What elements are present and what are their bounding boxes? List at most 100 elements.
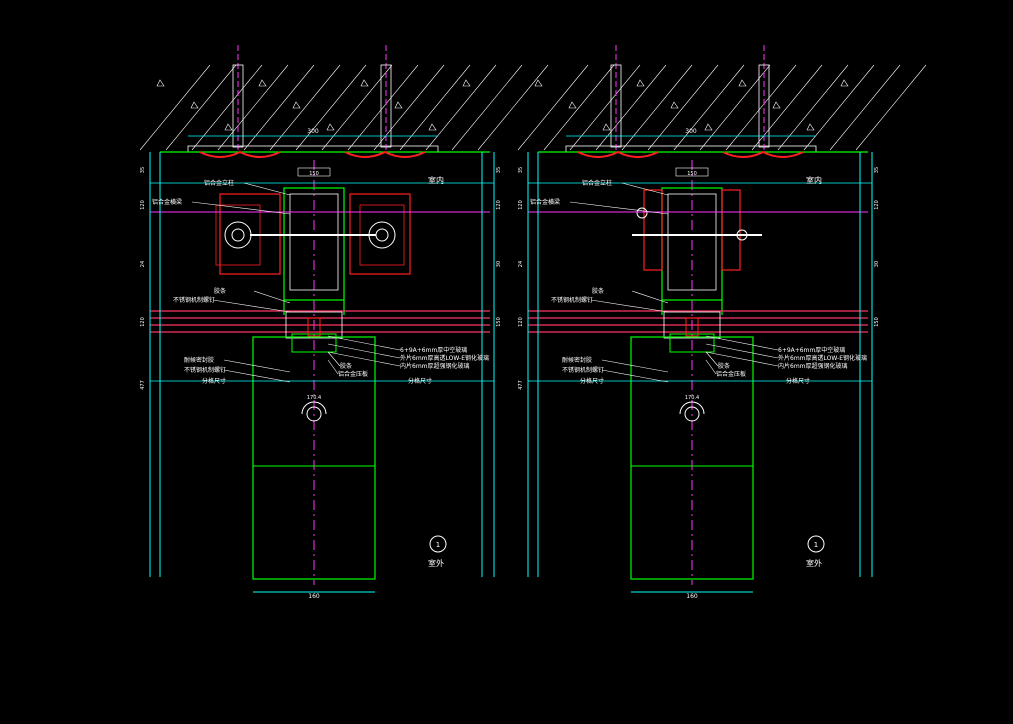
leader-line — [253, 290, 291, 304]
leader-label-right: 胶条 — [340, 362, 352, 370]
detail-number: 1 — [436, 541, 440, 549]
leader-label-left: 铝合金横梁 — [152, 198, 182, 206]
dim-right-text: 30 — [874, 261, 880, 267]
dim-left-text: 120 — [518, 317, 524, 327]
panel-point — [306, 406, 322, 422]
leader-line — [631, 290, 669, 304]
mullion-dim-box — [675, 167, 709, 177]
dim-right-text: 120 — [874, 200, 880, 210]
leader-label-right: 铝合金压板 — [338, 370, 368, 378]
leader-label-right: 铝合金压板 — [716, 370, 746, 378]
dim-right-text: 30 — [496, 261, 502, 267]
leader-label-left: 耐候密封胶 — [562, 356, 592, 364]
leader-label-left: 不锈钢机制螺钉 — [173, 296, 215, 304]
leader-line — [601, 359, 669, 373]
leader-label-right: 外片6mm厚高透LOW-E钢化玻璃 — [778, 354, 867, 362]
section-right-label: 分格尺寸 — [786, 377, 810, 385]
dim-right-text: 35 — [874, 167, 880, 173]
panel-point — [684, 406, 700, 422]
dim-right-text: 120 — [496, 200, 502, 210]
lower-panel — [252, 336, 376, 580]
dim-bottom-text: 160 — [308, 593, 320, 600]
leader-line — [243, 182, 291, 196]
aggregate-mark — [462, 79, 471, 87]
detail-marker — [807, 535, 825, 553]
hatch-line — [165, 64, 237, 151]
aggregate-mark — [326, 123, 335, 131]
pressure-plate — [663, 311, 721, 339]
dim-left-text: 24 — [140, 261, 146, 267]
leader-line — [327, 351, 341, 367]
dim-mullion-text: 150 — [309, 171, 319, 177]
hatch-line — [477, 64, 549, 151]
dim-left-text: 120 — [140, 317, 146, 327]
dim-right-text: 150 — [874, 317, 880, 327]
aggregate-mark — [840, 79, 849, 87]
aggregate-mark — [670, 101, 679, 109]
dim-mullion-text: 150 — [687, 171, 697, 177]
mullion-inner — [667, 193, 717, 291]
leader-line — [212, 299, 291, 313]
leader-line — [590, 299, 669, 313]
dim-top-text: 300 — [685, 128, 697, 135]
aggregate-mark — [704, 123, 713, 131]
dim-top-text: 300 — [307, 128, 319, 135]
angle-bracket — [643, 189, 663, 271]
dim-left-text: 35 — [518, 167, 524, 173]
seal-strip — [199, 150, 281, 158]
leader-line — [569, 201, 669, 215]
detail-marker — [429, 535, 447, 553]
aggregate-mark — [568, 101, 577, 109]
leader-label-left: 胶条 — [214, 287, 226, 295]
seal-strip — [344, 150, 426, 158]
hatch-line — [543, 64, 615, 151]
aggregate-mark — [602, 123, 611, 131]
leader-line — [327, 359, 339, 375]
lower-panel — [630, 336, 754, 580]
aggregate-mark — [224, 123, 233, 131]
mullion-dim-box — [297, 167, 331, 177]
panel-arc — [301, 401, 327, 415]
hatch-line — [451, 64, 523, 151]
hatch-line — [139, 64, 211, 151]
dim-left-text: 477 — [140, 380, 146, 390]
room-exterior-label: 室外 — [428, 558, 444, 568]
leader-label-left: 铝合金立柱 — [582, 179, 612, 187]
room-interior-label: 室内 — [428, 175, 444, 185]
pressure-plate — [285, 311, 343, 339]
leader-label-left: 铝合金立柱 — [204, 179, 234, 187]
dim-left-text: 35 — [140, 167, 146, 173]
hatch-line — [517, 64, 589, 151]
leader-line — [705, 359, 717, 375]
leader-label-right: 内片6mm厚超强钢化玻璃 — [778, 362, 848, 370]
aggregate-mark — [738, 79, 747, 87]
leader-line — [705, 351, 779, 367]
dim-right-text: 150 — [496, 317, 502, 327]
leader-line — [621, 182, 669, 196]
screw — [685, 317, 699, 337]
leader-label-left: 不锈钢机制螺钉 — [551, 296, 593, 304]
cover-cap — [291, 333, 337, 353]
section-right-label: 分格尺寸 — [408, 377, 432, 385]
hatch-line — [829, 64, 901, 151]
leader-label-right: 6+9A+6mm厚中空玻璃 — [400, 346, 467, 354]
leader-label-left: 铝合金横梁 — [530, 198, 560, 206]
leader-line — [191, 201, 291, 215]
leader-label-left: 不锈钢机制螺钉 — [184, 366, 226, 374]
seal-strip — [577, 150, 659, 158]
aggregate-mark — [534, 79, 543, 87]
dim-right-text: 35 — [496, 167, 502, 173]
section-detail-right: 300150170.416035120241204773512030150分格尺… — [517, 45, 927, 600]
leader-label-left: 胶条 — [592, 287, 604, 295]
leader-line — [601, 369, 669, 383]
anchor-bolt — [232, 64, 244, 148]
aggregate-mark — [428, 123, 437, 131]
section-left-label: 分格尺寸 — [580, 377, 604, 385]
room-exterior-label: 室外 — [806, 558, 822, 568]
aggregate-mark — [636, 79, 645, 87]
cover-cap — [669, 333, 715, 353]
dim-left-text: 120 — [140, 200, 146, 210]
bolt-head — [736, 229, 748, 241]
